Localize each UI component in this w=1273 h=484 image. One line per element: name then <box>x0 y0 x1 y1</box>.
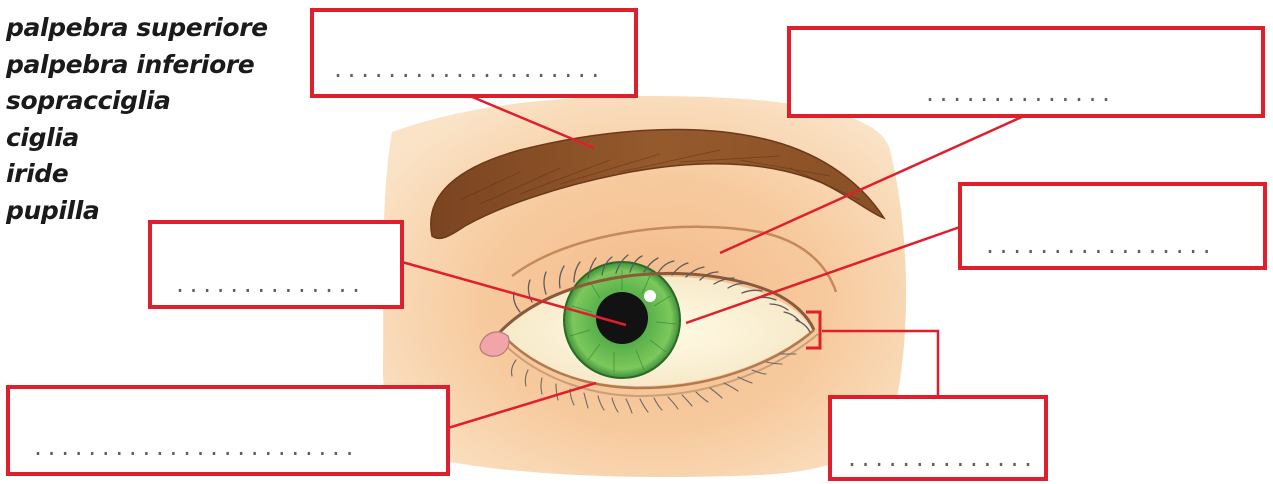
answer-blank: .............. <box>846 449 1036 469</box>
answer-box-bottom-left[interactable]: ........................ <box>6 385 450 476</box>
answer-box-right-top[interactable]: .............. <box>787 26 1265 118</box>
answer-box-right-mid[interactable]: ................. <box>958 182 1267 270</box>
answer-box-mid-left[interactable]: .............. <box>148 220 404 309</box>
answer-blank: .............. <box>174 275 364 295</box>
answer-blank: ........................ <box>32 438 357 458</box>
answer-blank: ................. <box>984 236 1214 256</box>
answer-box-bottom-right[interactable]: .............. <box>828 395 1048 481</box>
answer-box-top[interactable]: .................... <box>310 8 638 98</box>
answer-blank: .................... <box>332 60 603 80</box>
pupil-highlight <box>644 290 656 302</box>
answer-blank: .............. <box>924 84 1114 104</box>
